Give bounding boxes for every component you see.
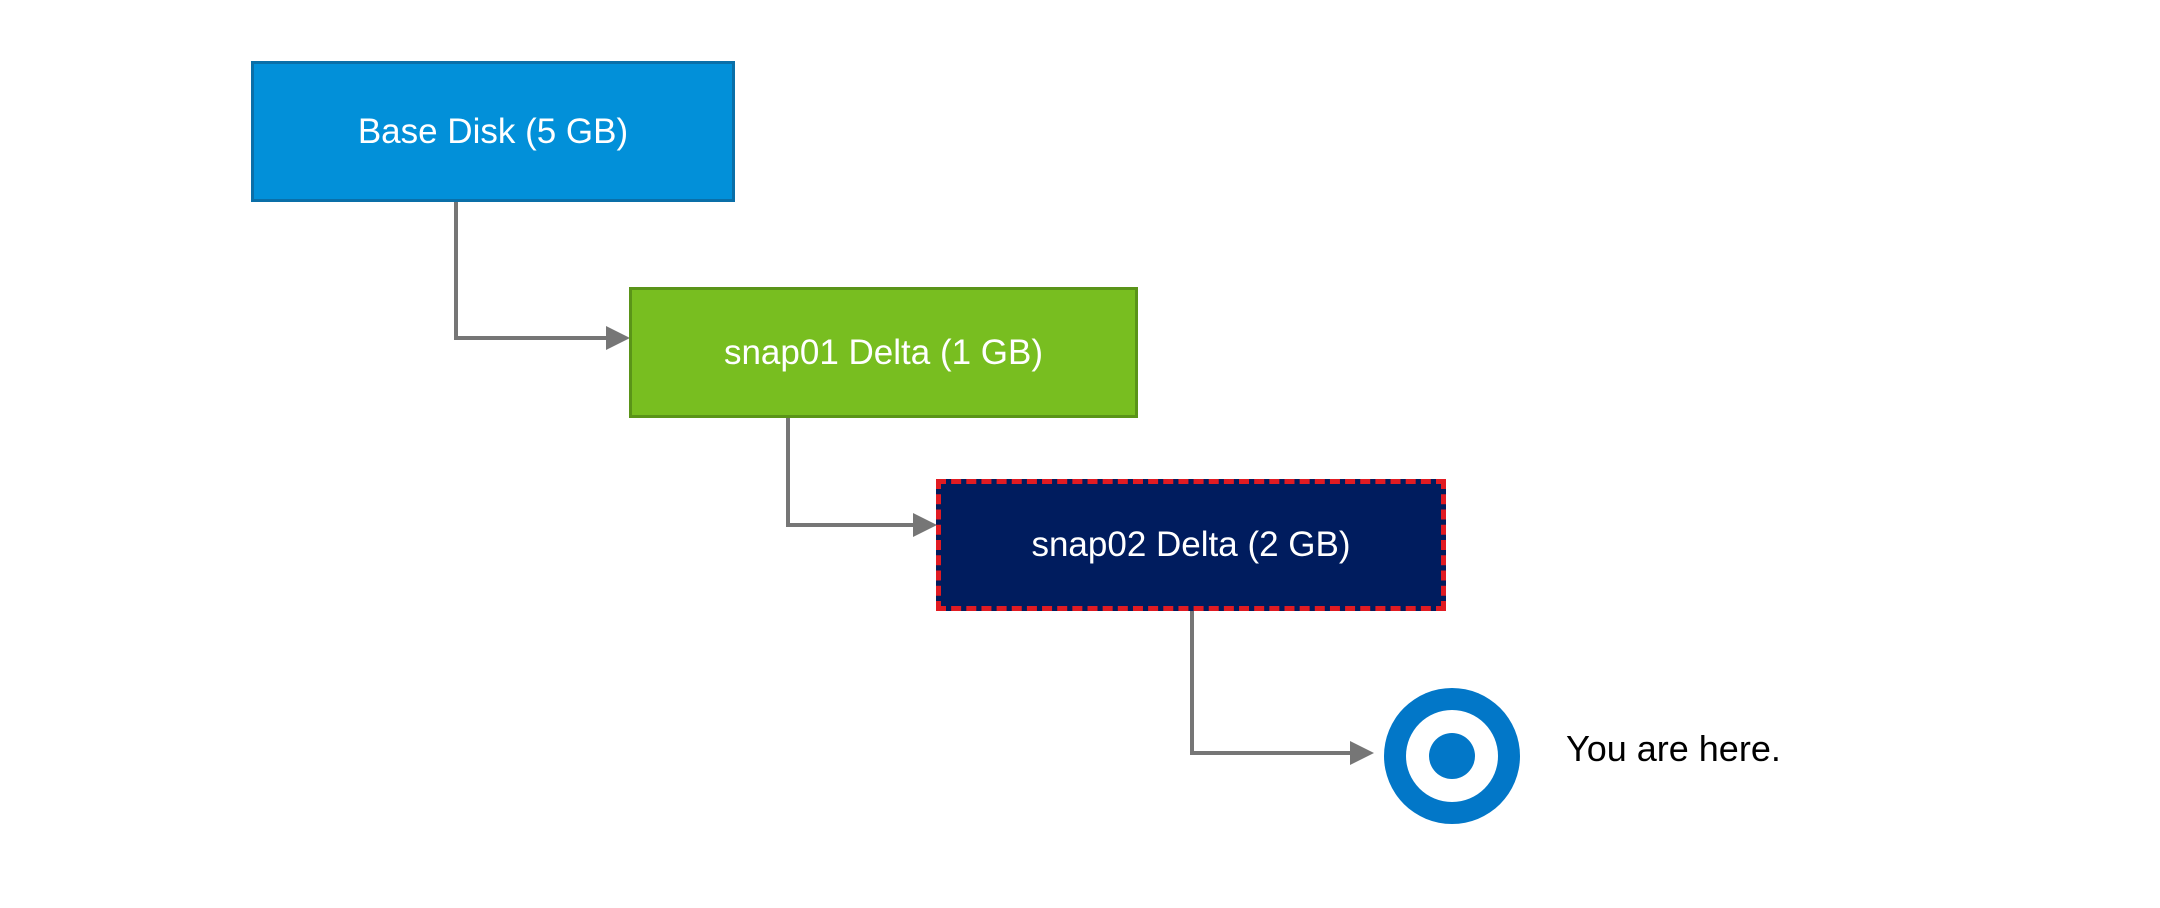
base-disk-node: Base Disk (5 GB) [251,61,735,202]
snap01-delta-node: snap01 Delta (1 GB) [629,287,1138,418]
connector-snap02-to-here [1190,611,1374,765]
connector-snap01-to-snap02 [786,418,937,537]
node-label: snap02 Delta (2 GB) [1031,525,1351,564]
node-label: snap01 Delta (1 GB) [723,332,1044,372]
target-icon [1384,688,1520,824]
node-label: Base Disk (5 GB) [357,111,629,151]
connector-base-to-snap01 [454,202,630,350]
snap02-delta-node: snap02 Delta (2 GB) [936,479,1446,611]
you-are-here-label: You are here. [1566,728,1781,769]
